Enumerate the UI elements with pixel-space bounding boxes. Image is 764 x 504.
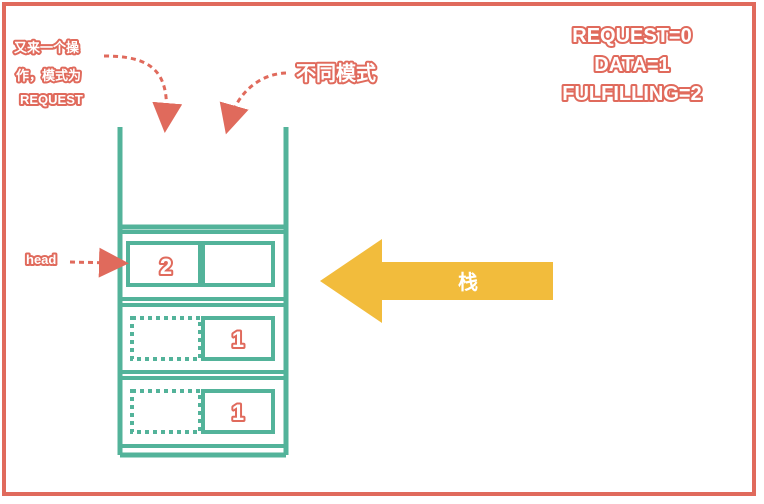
head-label: head xyxy=(26,252,56,267)
node-mode-value: 1 xyxy=(232,327,244,352)
new-op-annotation-line2: 作，模式为 xyxy=(16,68,81,83)
stack-arrow: 栈 xyxy=(320,239,553,323)
node-mode-value: 1 xyxy=(232,400,244,425)
stack-node-head: 2 xyxy=(118,230,288,301)
node-item-cell xyxy=(201,241,275,287)
node-empty-cell xyxy=(130,389,202,434)
legend-request: REQUEST=0 xyxy=(572,25,691,47)
stack-node: 1 xyxy=(118,303,288,374)
different-mode-label: 不同模式 xyxy=(296,61,376,85)
legend-fulfilling: FULFILLING=2 xyxy=(562,83,701,105)
different-mode-arrow xyxy=(219,71,287,135)
mode-legend: REQUEST=0 DATA=1 FULFILLING=2 xyxy=(560,23,703,107)
head-pointer-arrow xyxy=(69,247,129,278)
diagram-frame xyxy=(2,2,756,496)
legend-data: DATA=1 xyxy=(594,54,669,76)
node-empty-cell xyxy=(130,316,202,361)
node-mode-value: 2 xyxy=(160,254,172,279)
stack-node: 1 xyxy=(118,376,288,448)
node-mode-cell xyxy=(201,389,275,434)
stack-arrow-label: 栈 xyxy=(458,271,478,294)
node-mode-cell xyxy=(201,316,275,361)
new-op-annotation-line3: REQUEST xyxy=(20,92,83,107)
new-op-annotation-line1: 又来一个操 xyxy=(13,40,79,55)
new-op-arrow xyxy=(103,54,183,133)
